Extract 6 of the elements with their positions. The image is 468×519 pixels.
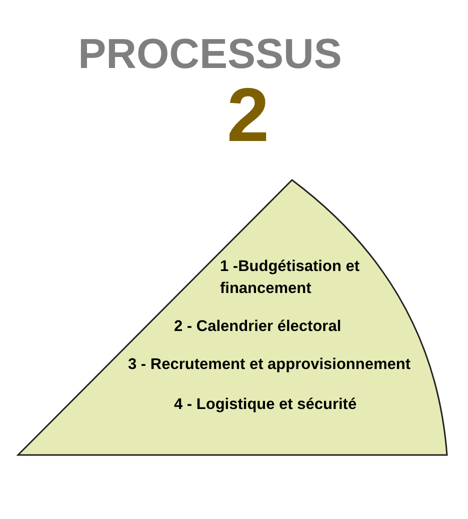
list-item: 3 - Recrutement et approvisionnement [128, 355, 412, 375]
list-item: 4 - Logistique et sécurité [174, 395, 358, 415]
list-item: 2 - Calendrier électoral [174, 317, 342, 337]
list-item: 1 -Budgétisation et financement [220, 257, 361, 299]
title: PROCESSUS [77, 30, 343, 78]
process-number: 2 [226, 78, 270, 154]
